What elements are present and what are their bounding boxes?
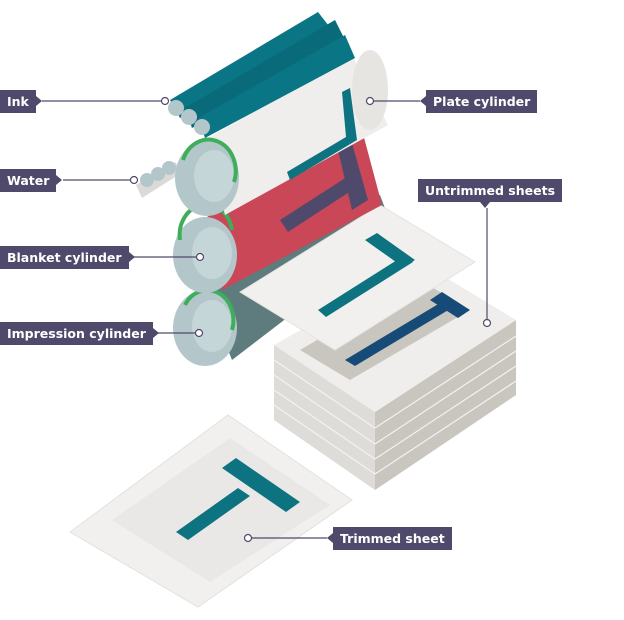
label-blanket-cylinder: Blanket cylinder: [0, 246, 135, 269]
sheet-stack: [273, 262, 517, 490]
ink-rollers-art: [168, 12, 355, 138]
letter-t-bar: [176, 488, 250, 540]
label-ink: Ink: [0, 90, 42, 113]
trimmed-sheet: [69, 414, 353, 608]
blanket-cylinder-art: [173, 130, 382, 293]
label-water: Water: [0, 169, 63, 192]
label-trimmed-sheet: Trimmed sheet: [327, 527, 452, 550]
label-plate-cylinder: Plate cylinder: [419, 90, 538, 113]
letter-t-top: [222, 458, 300, 512]
label-untrimmed-sheets: Untrimmed sheets: [418, 179, 563, 208]
plate-cylinder-art: [175, 50, 388, 216]
water-rollers-art: [136, 161, 183, 198]
untrimmed-sheet: [239, 204, 476, 351]
label-impression-cylinder: Impression cylinder: [0, 322, 159, 345]
leader-lines: [42, 96, 492, 543]
